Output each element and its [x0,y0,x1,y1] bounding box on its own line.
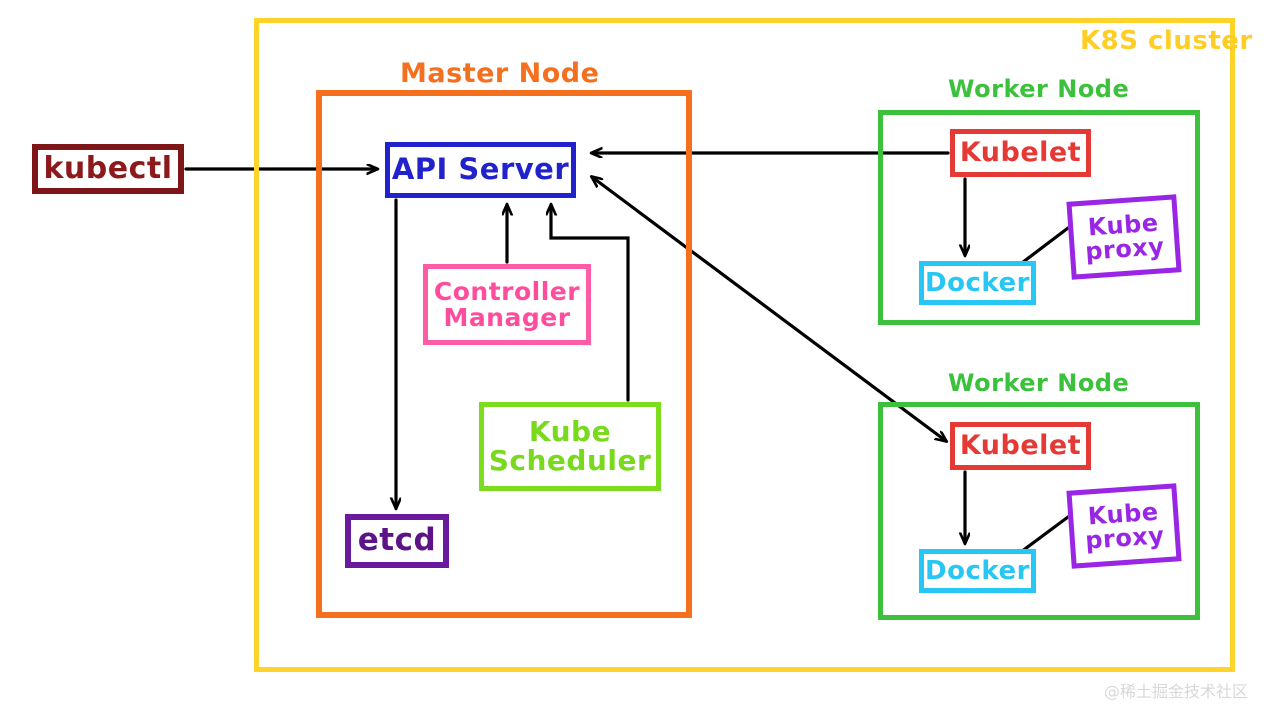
kubelet-label-1: Kubelet [959,137,1082,169]
api-server-box[interactable]: API Server [385,142,576,198]
master-node-label: Master Node [400,58,600,89]
controller-manager-label-line1: Controller [433,277,581,306]
kubelet-box-1[interactable]: Kubelet [950,129,1091,177]
docker-box-1[interactable]: Docker [919,261,1036,305]
kubectl-label: kubectl [43,150,173,186]
worker-node-2-boundary [878,402,1200,620]
kube-proxy-box-1[interactable]: Kube proxy [1066,194,1182,280]
worker-node-1-boundary [878,110,1200,325]
kube-scheduler-label-line2: Scheduler [488,443,652,477]
k8s-cluster-boundary [254,18,1235,672]
etcd-label: etcd [357,522,437,559]
kube-scheduler-box[interactable]: Kube Scheduler [479,402,661,491]
worker-node-2-label: Worker Node [948,369,1130,397]
kube-scheduler-label-line1: Kube [528,414,612,448]
etcd-box[interactable]: etcd [345,514,449,568]
kube-proxy-box-2[interactable]: Kube proxy [1066,483,1182,569]
kube-proxy-label-1-line2: proxy [1084,232,1166,266]
docker-label-1: Docker [925,267,1030,298]
docker-box-2[interactable]: Docker [919,549,1036,593]
controller-manager-box[interactable]: Controller Manager [423,264,591,345]
api-server-label: API Server [391,152,570,187]
watermark: @稀土掘金技术社区 [1104,682,1249,701]
kubectl-box[interactable]: kubectl [32,144,184,194]
kube-proxy-label-2-line2: proxy [1084,521,1166,555]
kubelet-label-2: Kubelet [959,430,1082,462]
worker-node-1-label: Worker Node [948,75,1130,103]
controller-manager-label-line2: Manager [443,302,571,332]
master-node-boundary [316,90,692,618]
kubelet-box-2[interactable]: Kubelet [950,422,1091,470]
k8s-cluster-label: K8S cluster [1080,26,1253,56]
docker-label-2: Docker [925,555,1030,586]
